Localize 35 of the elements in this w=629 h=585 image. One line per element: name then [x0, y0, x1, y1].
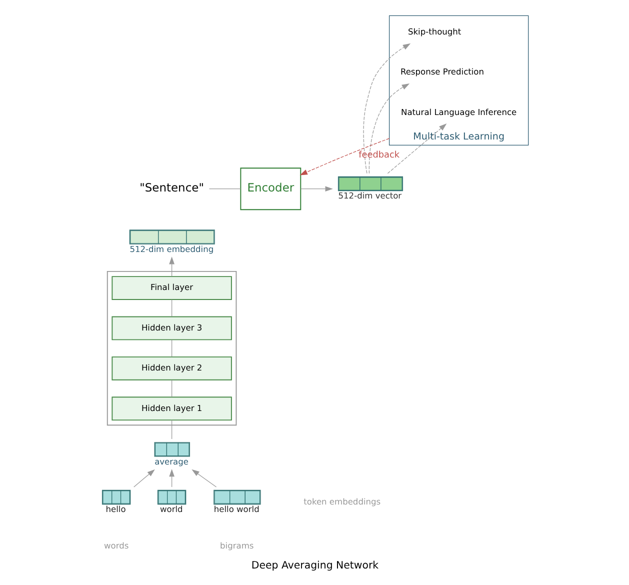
node-label: hello world	[213, 504, 259, 514]
node-label: average	[154, 456, 188, 466]
arrow	[368, 84, 410, 174]
connector	[171, 339, 172, 358]
arrow	[362, 43, 410, 174]
connector	[208, 188, 240, 190]
arrow	[299, 138, 390, 176]
cluster	[106, 270, 236, 426]
arrow	[386, 124, 446, 174]
node-label: 512-dim embedding	[129, 244, 214, 254]
node-label: 512-dim vector	[338, 190, 402, 201]
label: bigrams	[220, 540, 254, 551]
node-box: Hidden layer 1	[111, 396, 232, 421]
node-box: Final layer	[111, 276, 232, 300]
edge-label: feedback	[358, 150, 400, 160]
connector	[171, 299, 172, 317]
arrow	[133, 469, 154, 488]
connector	[171, 380, 172, 398]
node-box: Hidden layer 3	[111, 316, 232, 340]
arrow	[168, 256, 174, 277]
node-label: world	[160, 504, 182, 514]
node-label: hello	[105, 504, 126, 514]
node-text: Skip-thought	[408, 26, 461, 36]
node-text: Natural Language Inference	[400, 106, 516, 117]
node-box: Hidden layer 2	[111, 356, 232, 380]
label: words	[103, 540, 128, 551]
arrow	[300, 186, 332, 192]
connector	[171, 420, 172, 440]
node-box: Encoder	[240, 168, 301, 210]
caption: Deep Averaging Network	[250, 560, 378, 572]
label: token embeddings	[303, 496, 380, 507]
node-text: Response Prediction	[400, 66, 484, 77]
arrow	[191, 469, 216, 488]
node-text: "Sentence"	[139, 180, 204, 195]
arrow	[168, 468, 174, 488]
